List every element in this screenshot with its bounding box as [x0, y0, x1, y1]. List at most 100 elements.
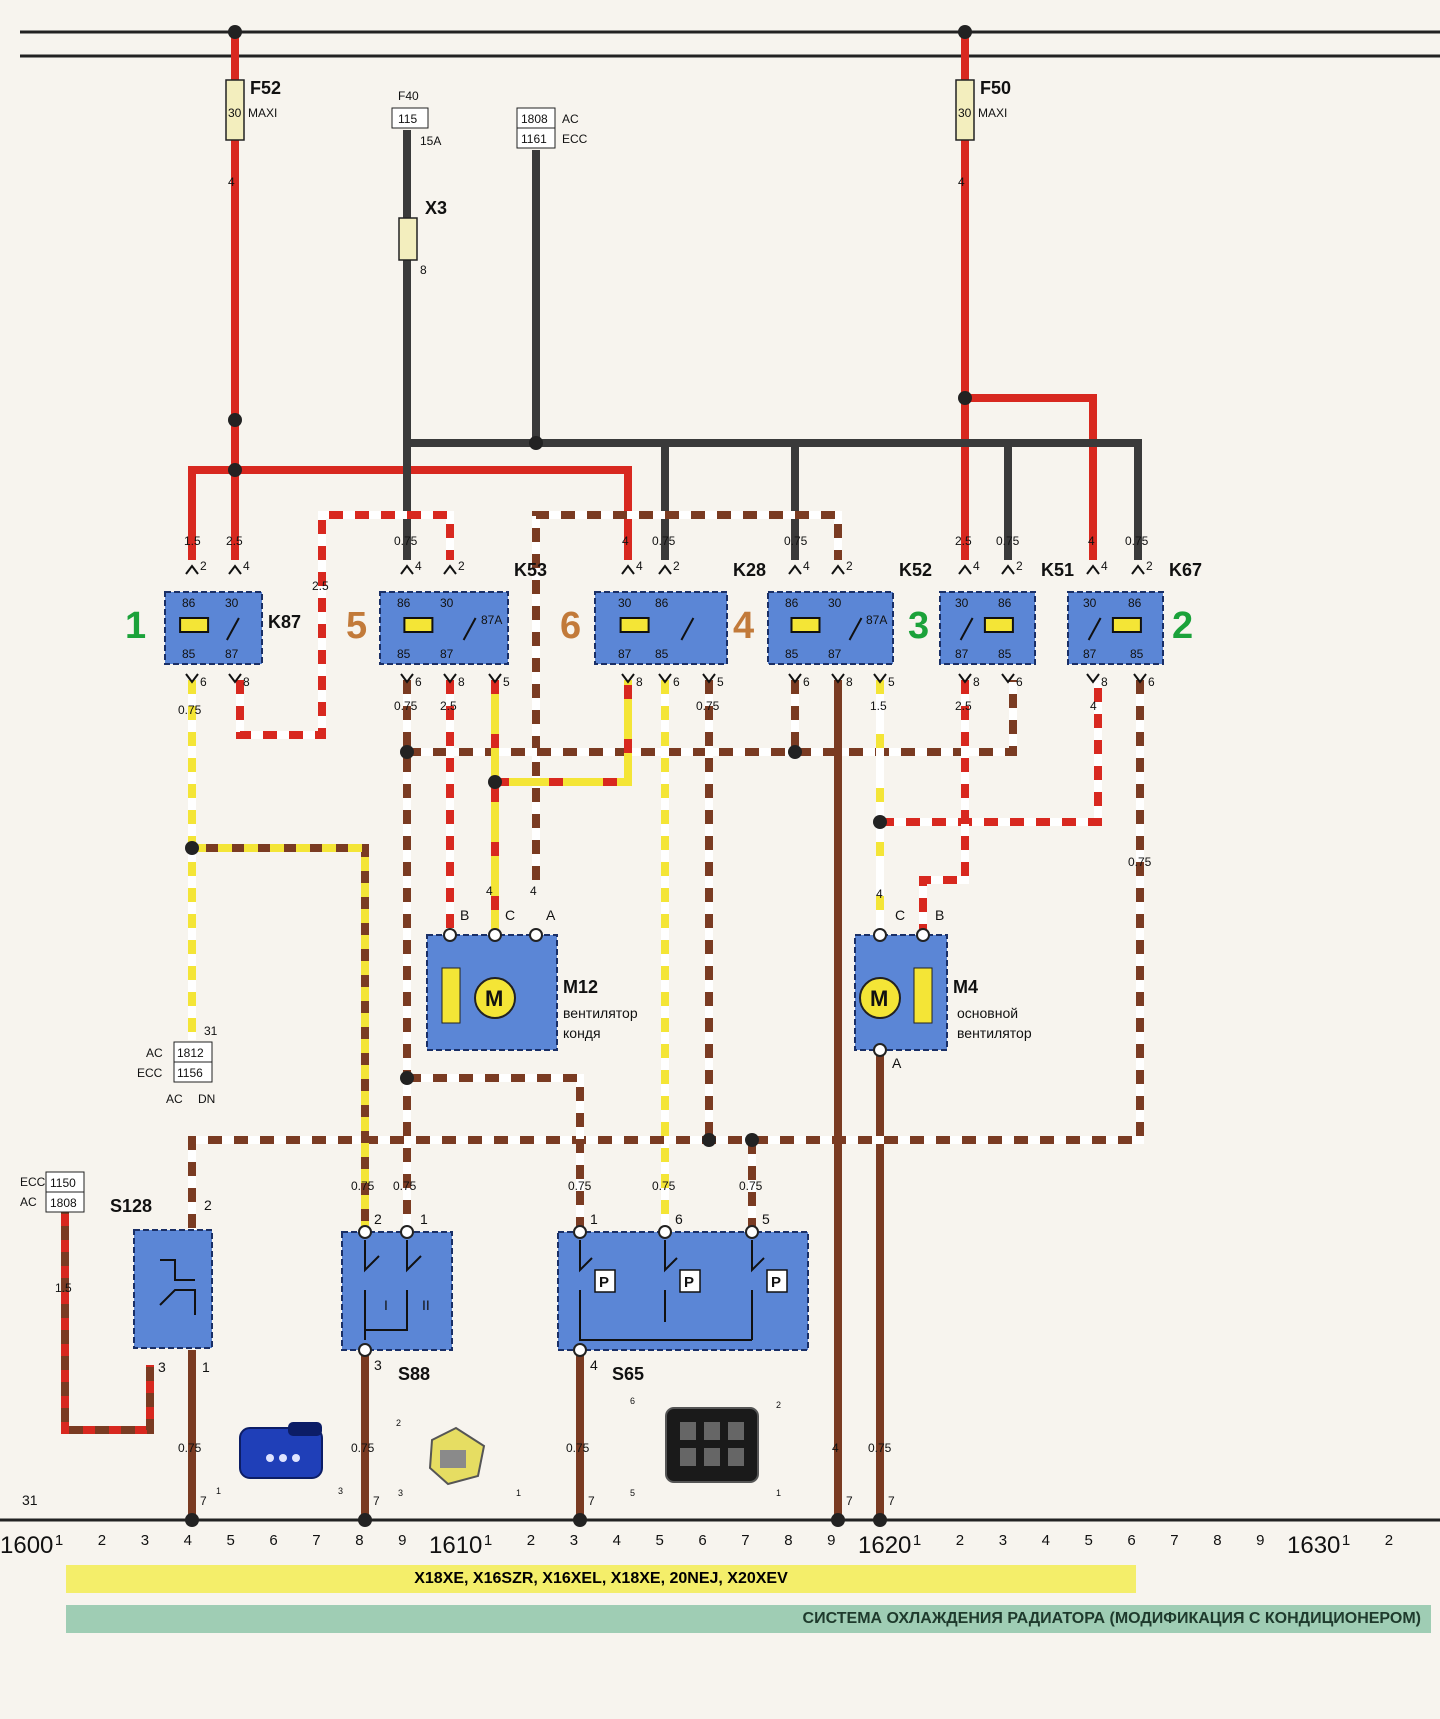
ref-mid-ecc-circuit: 1156	[177, 1066, 203, 1080]
relay-pin-arrow-icon	[488, 673, 502, 684]
relay-pin-label: 30	[225, 596, 239, 610]
switch-s65-wire-5: 0.75	[739, 1179, 763, 1193]
ruler-minor-label: 6	[1127, 1532, 1135, 1549]
relay-pin-arrow-icon	[1086, 564, 1100, 575]
ruler-minor-label: 5	[656, 1532, 664, 1549]
connector-image-s128-pin	[292, 1454, 300, 1462]
motor-m12-desc1: вентилятор	[563, 1005, 638, 1021]
relay-pin-label: 87A	[481, 613, 502, 627]
switch-s88-pin-1	[400, 1225, 414, 1239]
title-bar: СИСТЕМА ОХЛАЖДЕНИЯ РАДИАТОРА (МОДИФИКАЦИ…	[66, 1605, 1431, 1633]
relay-k51-label: K51	[1041, 560, 1074, 580]
relay-pin-number: 8	[973, 675, 980, 689]
relay-pin-number: 5	[888, 675, 895, 689]
ruler-minor-label: 4	[184, 1532, 192, 1549]
k52-number: 4	[733, 605, 754, 647]
relay-pin-arrow-icon	[658, 673, 672, 684]
ruler-minor-label: 5	[227, 1532, 235, 1549]
relay-contact-icon	[680, 617, 695, 641]
motor-m12-pin-c-label: C	[505, 907, 515, 923]
switch-s128-pin-3: 3	[158, 1359, 166, 1375]
relay-pin-label: 87	[828, 647, 842, 661]
relay-pin-label: 87	[618, 647, 632, 661]
ref-s128-ecc-circuit: 1150	[50, 1176, 76, 1190]
ref-top-ecc-circuit: 1161	[521, 132, 547, 146]
connector-pin	[704, 1448, 720, 1466]
relay-pin-arrow-icon	[873, 673, 887, 684]
relays: 862304856878K8786430285687887A5K53304862…	[164, 534, 1202, 869]
switch-s88-contacts	[364, 1240, 422, 1340]
wire-k51-to-m4b	[919, 680, 969, 935]
connector-image-s88-pin-label: 2	[396, 1418, 401, 1428]
fuse-f50-rating: 30	[958, 106, 972, 120]
ruler-minor-label: 3	[141, 1532, 149, 1549]
ruler-minor-label: 1	[913, 1532, 921, 1549]
relay-contact-icon	[462, 617, 477, 641]
ref-top-ac-circuit: 1808	[521, 112, 548, 126]
wire-gauge-label: 2.5	[955, 699, 972, 713]
relay-pin-label: 85	[182, 647, 196, 661]
relay-pin-label: 86	[182, 596, 196, 610]
ref-s128-ac-circuit: 1808	[50, 1196, 77, 1210]
connector-image-s88: 2 3 1	[396, 1418, 521, 1498]
relay-pin-arrow-icon	[228, 673, 242, 684]
ref-mid-ac-circuit: 1812	[177, 1046, 204, 1060]
k87-number: 1	[125, 605, 146, 647]
fuse-f40-circuit: 115	[398, 112, 417, 126]
relay-pin-label: 87	[225, 647, 239, 661]
junction-dot	[702, 1133, 716, 1147]
relay-pin-arrow-icon	[831, 673, 845, 684]
ref-mid-pin: 31	[204, 1024, 218, 1038]
motor-m4-symbol: M	[870, 986, 888, 1011]
relay-pin-label: 86	[998, 596, 1012, 610]
connector-x3-label: X3	[425, 198, 447, 218]
ruler-major-label: 1620	[858, 1532, 911, 1559]
relay-pin-arrow-icon	[621, 564, 635, 575]
relay-pin-number: 8	[846, 675, 853, 689]
motor-m4-label: M4	[953, 977, 978, 997]
junction-dot	[185, 1513, 199, 1527]
connector-image-s128-latch	[288, 1422, 322, 1436]
fuse-f40: F40 115 15A	[391, 89, 441, 148]
junction-dot	[529, 436, 543, 450]
relay-k53-label: K53	[514, 560, 547, 580]
relay-pin-number: 4	[803, 559, 810, 573]
fuse-f50-label: F50	[980, 78, 1011, 98]
relay-pin-number: 6	[803, 675, 810, 689]
ruler-minor-label: 2	[1385, 1532, 1393, 1549]
relay-pin-number: 5	[503, 675, 510, 689]
ref-mid-bottom-dn: DN	[198, 1092, 215, 1106]
switch-s65-pin-5	[745, 1225, 759, 1239]
wire-k87-k53-loop-dash	[236, 511, 454, 739]
relay-contact-icon	[226, 617, 240, 641]
ruler-minor-label: 1	[1342, 1532, 1350, 1549]
relay-pin-label: 86	[655, 596, 669, 610]
motor-m4: M C B A 4 M4 основной вентилятор	[854, 887, 1032, 1071]
relay-pin-arrow-icon	[400, 564, 414, 575]
relay-pin-number: 6	[1148, 675, 1155, 689]
relay-pin-label: 85	[655, 647, 669, 661]
wire-gauge-label: 0.75	[696, 699, 720, 713]
wire-gauge-label: 2.5	[955, 534, 972, 548]
k53-number: 5	[346, 605, 367, 647]
relay-pin-label: 85	[785, 647, 799, 661]
wire-gauge-label: 1.5	[870, 699, 887, 713]
switch-s65-pin-1-label: 1	[590, 1211, 598, 1227]
ground-pin-label: 7	[846, 1494, 853, 1508]
ground-wire-label: 4	[832, 1441, 839, 1455]
k51-number: 3	[908, 605, 929, 647]
relay-pin-number: 4	[973, 559, 980, 573]
fuse-f52-label: F52	[250, 78, 281, 98]
switch-s88-pin-2-label: 2	[374, 1211, 382, 1227]
ruler-minor-label: 5	[1085, 1532, 1093, 1549]
ruler-minor-label: 8	[784, 1532, 792, 1549]
connector-image-s65: 6 2 5 1	[630, 1396, 781, 1498]
switch-s88-contact-ii: II	[422, 1297, 430, 1313]
relay-pin-number: 4	[415, 559, 422, 573]
ruler-minor-label: 7	[312, 1532, 320, 1549]
ref-top-ecc-label: ECC	[562, 132, 588, 146]
models-bar: X18XE, X16SZR, X16XEL, X18XE, 20NEJ, X20…	[66, 1565, 1136, 1593]
